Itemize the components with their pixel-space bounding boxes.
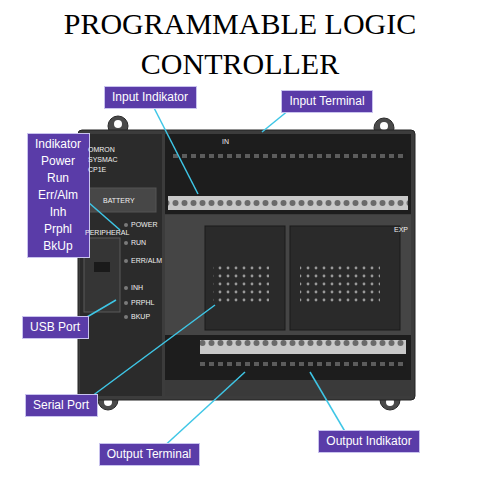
leader-line [80,305,215,405]
plc-housing [78,130,415,400]
mounting-hole [380,122,388,130]
device-label: IN [222,138,229,146]
callout-text: BkUp [34,238,83,255]
callout-text: Prphl [34,221,83,238]
device-label: BATTERY [103,197,135,205]
callout-text: Run [34,170,83,187]
cpu-panel [80,134,162,396]
callout-text: Output Terminal [106,446,193,463]
callout-text: Indikator [34,136,83,153]
connector-pins [213,262,269,302]
input-terminal-block [165,134,411,214]
connector-pins [300,262,380,302]
device-label: SYSMAC [88,156,118,164]
device-label: CP1E [88,166,106,174]
callout-text: Input Indikator [111,89,190,106]
title: PROGRAMMABLE LOGIC CONTROLLER [40,4,440,84]
option-slot [290,226,400,330]
device-label: INH [131,284,143,292]
indicator-led [124,315,128,319]
callout-box: Input Indikator [104,86,197,109]
device-label: RUN [131,239,146,247]
callout-text: Power [34,153,83,170]
device-label: PRPHL [131,299,154,307]
callout-text: Input Terminal [288,93,366,110]
serial-port-slot [205,226,285,330]
usb-port [94,262,110,272]
indicator-led [124,301,128,305]
device-label: BKUP [131,313,150,321]
front-panel [165,215,411,335]
output-terminal-block [165,335,411,380]
callout-box: Input Terminal [281,90,373,113]
indicator-led [124,286,128,290]
callout-text: Serial Port [32,397,91,414]
output-terminal-strip [200,340,406,354]
callout-text: Inh [34,204,83,221]
callout-text: Err/Alm [34,187,83,204]
callout-box: Output Terminal [99,443,200,466]
callout-box: IndikatorPowerRunErr/AlmInhPrphlBkUp [27,133,90,258]
indicator-led [124,259,128,263]
output-indicator-row [200,362,406,370]
input-terminal-strip [168,196,408,210]
leader-line [150,100,198,194]
device-label: OMRON [88,146,115,154]
device-label: EXP [394,226,408,234]
housing-bottom [165,380,411,396]
input-indicator-row [170,150,406,160]
leader-line [160,372,245,450]
device-label: ERR/ALM [131,257,162,265]
device-label: POWER [131,221,157,229]
indicator-led [124,241,128,245]
callout-box: Output Indikator [318,430,420,453]
callout-text: USB Port [29,319,82,336]
callout-box: USB Port [22,316,89,339]
mounting-hole [114,120,122,128]
callout-text: Output Indikator [325,433,413,450]
callout-box: Serial Port [25,394,98,417]
indicator-led [124,223,128,227]
device-label: PERIPHERAL [85,229,129,237]
